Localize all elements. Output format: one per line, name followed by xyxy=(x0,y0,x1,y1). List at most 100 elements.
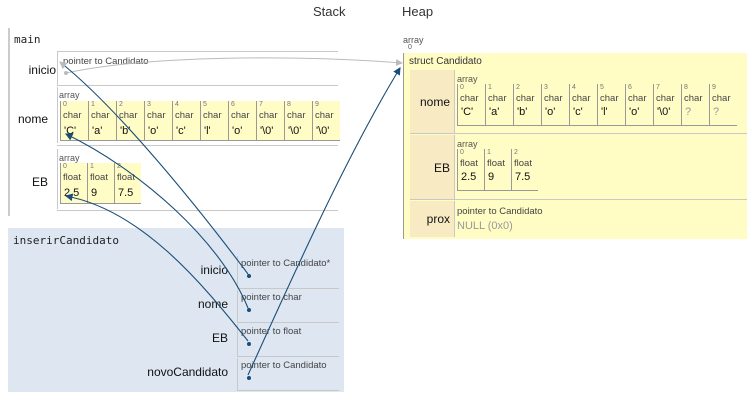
main-nome-cell-value: 'b' xyxy=(120,125,131,137)
main-nome-cell-value: '\0' xyxy=(316,125,330,137)
main-nome-cell-type: char xyxy=(91,110,110,121)
field-prox-type: pointer to Candidato xyxy=(457,206,543,217)
heap-nome-cell-value: 'a' xyxy=(489,106,500,118)
heap-eb-cell-value: 9 xyxy=(488,171,495,183)
heap-nome-cell-5: 5 char 'l' xyxy=(597,84,625,126)
main-nome-cell-index: 1 xyxy=(91,101,95,108)
main-nome-cell-type: char xyxy=(287,110,306,121)
heap-nome-cell-type: char xyxy=(460,93,479,104)
main-nome-cell-8: 8 char '\0' xyxy=(284,101,312,141)
heap-eb-cell-value: 7.5 xyxy=(515,171,531,183)
main-nome-cell-type: char xyxy=(147,110,166,121)
heap-nome-cell-type: char xyxy=(544,93,563,104)
main-nome-cell-index: 5 xyxy=(203,101,207,108)
main-eb-cell-type: float xyxy=(63,172,81,183)
heap-nome-cell-index: 9 xyxy=(712,84,716,91)
heap-nome-cell-value: 'o' xyxy=(545,106,556,118)
heap-nome-cell-9: 9 char? xyxy=(709,84,737,126)
inserir-var-3-label: novoCandidato xyxy=(147,365,228,379)
heap-nome-cell-index: 3 xyxy=(544,84,548,91)
inserir-var-1-box: pointer to char xyxy=(237,290,339,323)
main-nome-cell-type: char xyxy=(63,110,82,121)
heap-nome-cell-value: 'o' xyxy=(629,106,640,118)
heap-nome-cell-index: 5 xyxy=(600,84,604,91)
pointer-dot xyxy=(247,376,251,380)
main-nome-cell-index: 8 xyxy=(287,101,291,108)
stack-header: Stack xyxy=(313,4,346,19)
main-nome-cell-index: 2 xyxy=(119,101,123,108)
inserir-var-2-value: pointer to float xyxy=(241,326,302,337)
inserir-var-3-value: pointer to Candidato xyxy=(241,360,327,371)
heap-nome-cell-type: char xyxy=(712,93,731,104)
inserir-var-0-label: inicio xyxy=(200,263,228,277)
main-eb-cell-value: 9 xyxy=(91,187,98,199)
main-eb-cell-value: 7.5 xyxy=(118,187,134,199)
inserir-var-3-box: pointer to Candidato xyxy=(237,358,339,391)
field-nome-label: nome xyxy=(419,95,450,109)
heap-nome-cell-value: 'C' xyxy=(461,106,474,118)
main-nome-cell-index: 6 xyxy=(231,101,235,108)
heap-nome-cell-index: 6 xyxy=(628,84,632,91)
heap-nome-cell-index: 7 xyxy=(656,84,660,91)
heap-nome-array-label: array xyxy=(457,74,478,84)
main-nome-cell-type: char xyxy=(259,110,278,121)
main-nome-cell-index: 9 xyxy=(315,101,319,108)
main-nome-cell-index: 0 xyxy=(63,101,67,108)
var-nome-label: nome xyxy=(17,112,48,126)
inserir-var-1-label: nome xyxy=(197,297,228,311)
heap-nome-cell-index: 2 xyxy=(516,84,520,91)
heap-nome-cell-value: ? xyxy=(713,106,720,118)
var-eb-label: EB xyxy=(31,175,48,189)
heap-nome-cell-type: char xyxy=(488,93,507,104)
heap-nome-cell-type: char xyxy=(600,93,619,104)
main-eb-cell-value: 2.5 xyxy=(64,187,80,199)
heap-eb-cell-index: 0 xyxy=(460,149,464,156)
main-nome-cell-value: 'C' xyxy=(64,125,77,137)
main-nome-cell-value: 'o' xyxy=(148,125,159,137)
main-nome-cell-value: '\0' xyxy=(288,125,302,137)
main-nome-cell-type: char xyxy=(119,110,138,121)
inserir-var-0-box: pointer to Candidato* xyxy=(237,256,339,289)
heap-eb-cell-index: 2 xyxy=(514,149,518,156)
heap-nome-cell-type: char xyxy=(572,93,591,104)
heap-nome-cell-type: char xyxy=(628,93,647,104)
heap-nome-cell-value: 'l' xyxy=(601,106,608,118)
var-inicio-label: inicio xyxy=(28,63,56,77)
main-nome-cell-value: 'l' xyxy=(204,125,211,137)
eb-array-label: array xyxy=(59,153,80,163)
field-prox-label: prox xyxy=(426,212,450,226)
heap-nome-cell-1: 1 char 'a' xyxy=(485,84,513,126)
heap-nome-cell-value: '\0' xyxy=(657,106,671,118)
heap-eb-cell-value: 2.5 xyxy=(461,171,477,183)
main-nome-cell-value: 'a' xyxy=(92,125,103,137)
heap-nome-cell-value: 'b' xyxy=(517,106,528,118)
heap-eb-cell-type: float xyxy=(460,158,478,169)
main-nome-cell-0: 0 char 'C' xyxy=(60,101,88,141)
pointer-dot xyxy=(247,342,251,346)
heap-eb-array-label: array xyxy=(457,139,478,149)
heap-eb-cell-index: 1 xyxy=(487,149,491,156)
heap-nome-cell-index: 1 xyxy=(488,84,492,91)
heap-nome-cell-6: 6 char 'o' xyxy=(625,84,653,126)
main-frame: main inicio pointer to Candidato nome ar… xyxy=(8,28,340,216)
main-eb-cell-type: float xyxy=(117,172,135,183)
pointer-dot xyxy=(247,308,251,312)
heap-eb-cell-type: float xyxy=(514,158,532,169)
inserir-frame: inserirCandidato inicio pointer to Candid… xyxy=(8,228,344,392)
inserir-var-1-value: pointer to char xyxy=(241,292,302,303)
heap-eb-cell-0: 0 float 2.5 xyxy=(457,149,484,191)
main-nome-cell-9: 9 char '\0' xyxy=(312,101,340,141)
inserir-frame-title: inserirCandidato xyxy=(13,234,119,247)
main-nome-cell-type: char xyxy=(315,110,334,121)
main-nome-cell-type: char xyxy=(231,110,250,121)
